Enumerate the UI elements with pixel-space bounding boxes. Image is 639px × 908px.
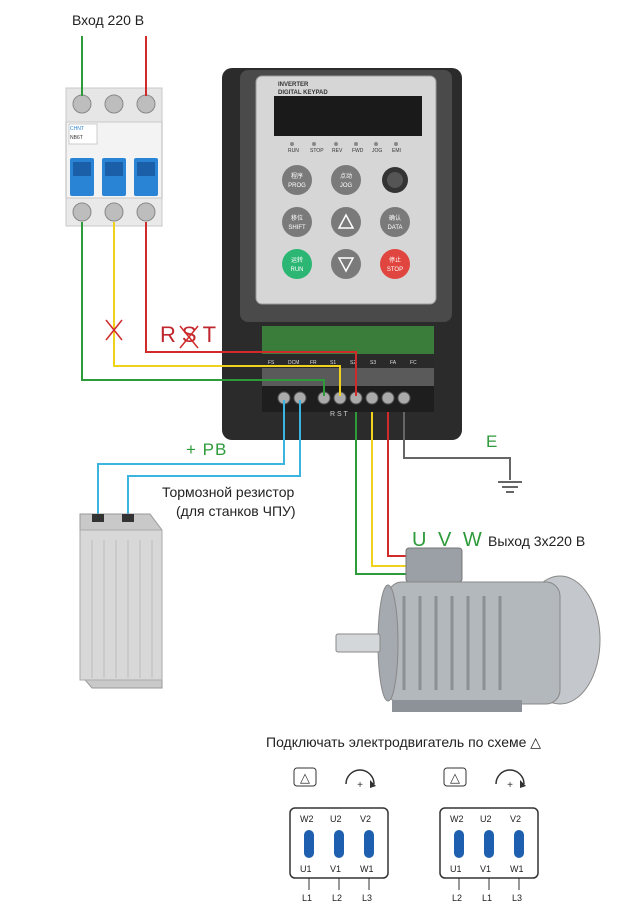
s-cross-mark: [179, 325, 199, 349]
scheme-caption: Подключать электродвигатель по схеме △: [266, 734, 542, 750]
scheme-2-symbol: △: [450, 770, 460, 785]
term-label-3: S1: [330, 360, 336, 366]
term-label-7: FC: [410, 360, 417, 366]
scheme-2: △ + W2 U2 V2 U1 V1 W1 L2 L1 L3: [439, 767, 539, 903]
scheme-2-line-2: L3: [512, 893, 522, 903]
btn-stop-en: STOP: [387, 267, 403, 273]
scheme-1-bottom-2: W1: [360, 864, 374, 874]
circuit-breaker: CHNT NB6T: [65, 87, 163, 227]
btn-shift-cn: 移位: [291, 214, 303, 222]
scheme-2-bottom-2: W1: [510, 864, 524, 874]
btn-stop-cn: 停止: [389, 256, 401, 264]
inverter-body: INVERTER DIGITAL KEYPAD RUN STOP REV FWD…: [222, 68, 462, 440]
power-terminals: R S T: [277, 391, 411, 418]
indicator-stop: STOP: [310, 148, 324, 154]
uvw-label: U V W: [412, 529, 485, 551]
btn-shift-en: SHIFT: [288, 225, 306, 231]
output-label: Выход 3х220 В: [488, 533, 586, 549]
scheme-2-top-1: U2: [480, 814, 492, 824]
indicator-fwd: FWD: [352, 148, 364, 154]
term-label-5: S3: [370, 360, 376, 366]
btn-prog-cn: 程序: [291, 172, 303, 180]
term-label-4: S2: [350, 360, 356, 366]
indicator-row: RUN STOP REV FWD JOG EMI: [288, 142, 401, 154]
scheme-1-bottom-0: U1: [300, 864, 312, 874]
inverter-title-2: DIGITAL KEYPAD: [278, 90, 328, 96]
term-label-6: FA: [390, 360, 397, 366]
rst-label-t: T: [202, 322, 223, 347]
e-label: E: [486, 432, 499, 451]
btn-prog-en: PROG: [288, 183, 306, 189]
btn-run-en: RUN: [291, 267, 304, 273]
power-terminal-label: R S T: [330, 411, 348, 418]
scheme-1-rotation: +: [357, 780, 363, 791]
indicator-jog: JOG: [372, 148, 382, 154]
rst-label-r: R: [160, 322, 182, 347]
scheme-1-symbol: △: [300, 770, 310, 785]
keypad-buttons: 程序 PROG 点动 JOG 移位 SHIFT 确认 DATA 运转 RUN 停…: [282, 165, 410, 279]
ground-symbol: [498, 481, 522, 493]
scheme-2-line-0: L2: [452, 893, 462, 903]
scheme-2-rotation: +: [507, 780, 513, 791]
scheme-1-bottom-1: V1: [330, 864, 341, 874]
scheme-2-line-1: L1: [482, 893, 492, 903]
breaker-model: NB6T: [70, 135, 83, 141]
indicator-emi: EMI: [392, 148, 401, 154]
resistor-label-1: Тормозной резистор: [162, 484, 295, 500]
resistor-label-2: (для станков ЧПУ): [176, 503, 296, 519]
scheme-1: △ + W2 U2 V2 U1 V1 W1 L1 L2 L3: [289, 767, 389, 903]
scheme-1-top-1: U2: [330, 814, 342, 824]
term-label-2: FR: [310, 360, 317, 366]
input-label: Вход 220 В: [72, 12, 145, 28]
scheme-1-line-2: L3: [362, 893, 372, 903]
scheme-1-top-0: W2: [300, 814, 314, 824]
btn-data-cn: 确认: [389, 214, 401, 222]
scheme-2-bottom-1: V1: [480, 864, 491, 874]
inverter-title-1: INVERTER: [278, 82, 309, 88]
braking-resistor: [79, 513, 163, 689]
btn-jog-en: JOG: [340, 183, 353, 189]
scheme-1-line-0: L1: [302, 893, 312, 903]
term-label-0: FS: [268, 360, 275, 366]
breaker-brand: CHNT: [70, 126, 84, 132]
scheme-2-top-2: V2: [510, 814, 521, 824]
btn-run-cn: 运转: [291, 256, 303, 264]
indicator-rev: REV: [332, 148, 343, 154]
btn-data-en: DATA: [387, 225, 402, 231]
term-label-1: DCM: [288, 360, 299, 366]
scheme-2-bottom-0: U1: [450, 864, 462, 874]
pb-label: + PB: [186, 440, 228, 459]
btn-jog-cn: 点动: [340, 172, 352, 180]
scheme-1-line-1: L2: [332, 893, 342, 903]
electric-motor: [335, 547, 601, 712]
scheme-1-top-2: V2: [360, 814, 371, 824]
scheme-2-top-0: W2: [450, 814, 464, 824]
indicator-run: RUN: [288, 148, 299, 154]
